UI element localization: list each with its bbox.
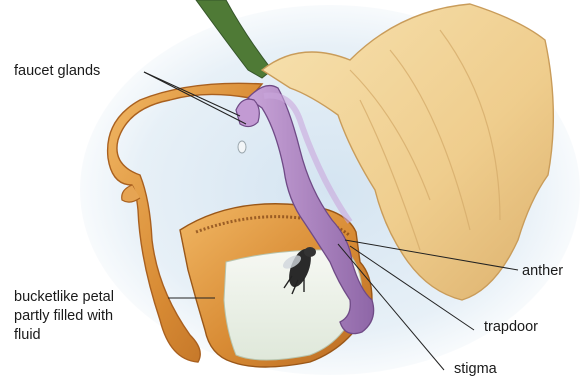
label-bucket-petal: bucketlike petal partly filled with flui… [14, 288, 114, 345]
label-anther: anther [522, 262, 563, 281]
faucet-glands [236, 99, 259, 126]
label-bucket-petal-line-2: partly filled with [14, 307, 114, 326]
label-stigma: stigma [454, 360, 497, 379]
label-bucket-petal-line-3: fluid [14, 326, 114, 345]
fluid-droplet [238, 141, 246, 153]
label-trapdoor: trapdoor [484, 318, 538, 337]
label-bucket-petal-line-1: bucketlike petal [14, 288, 114, 307]
label-faucet-glands: faucet glands [14, 62, 100, 81]
